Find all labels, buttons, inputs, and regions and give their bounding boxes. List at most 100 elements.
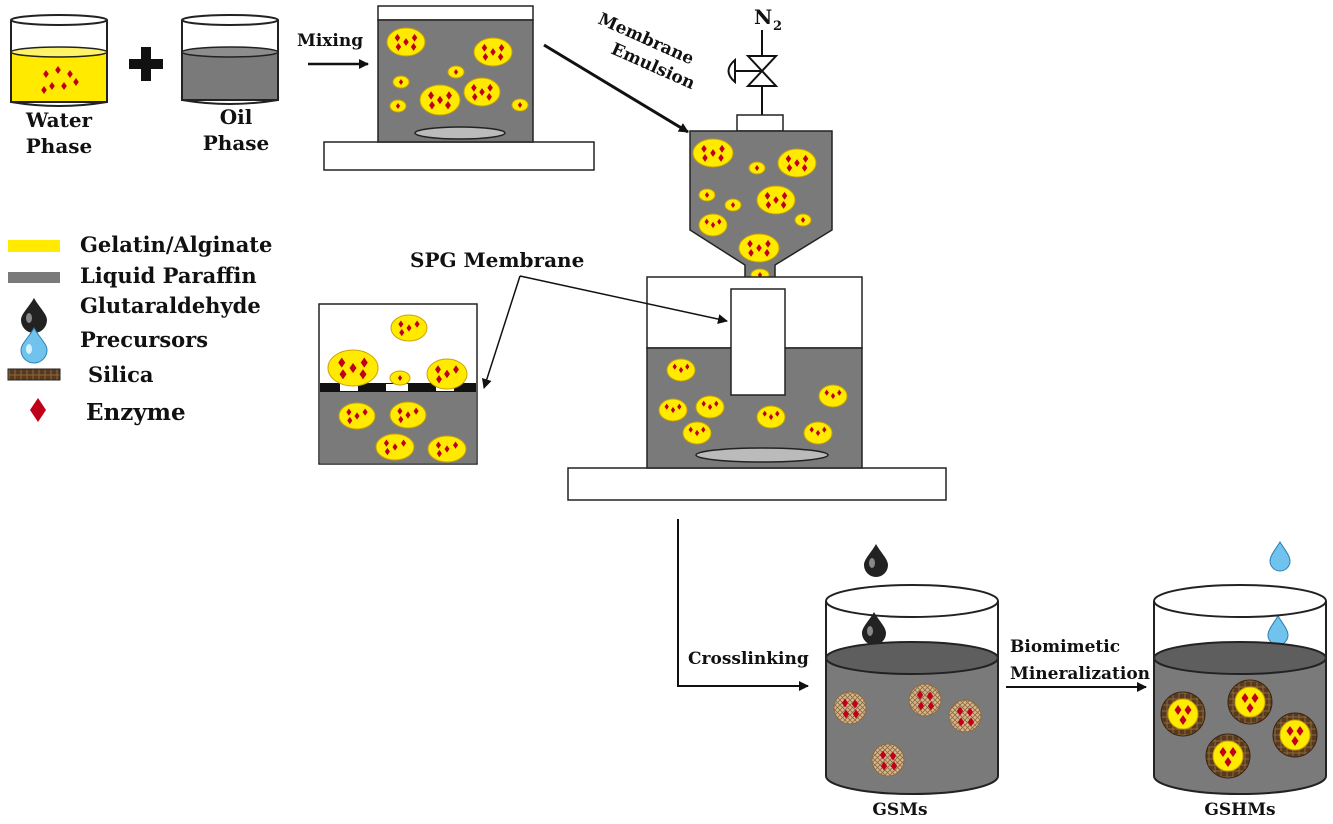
enzyme-diamond-icon [486,92,492,101]
enzyme-diamond-icon [399,328,405,337]
emulsion-droplet [511,98,529,112]
enzyme-diamond-icon [347,416,353,425]
enzyme-diamond-icon [717,218,722,225]
valve-connector [736,114,784,132]
gshms-particles [1160,679,1318,779]
enzyme-diamond-icon [410,42,417,51]
enzyme-diamond-icon [765,239,771,248]
mixing-stand [323,141,595,171]
enzyme-diamond-icon [339,369,347,380]
enzyme-diamond-icon [395,103,401,109]
enzyme-diamond-icon [762,410,767,417]
water-phase-rim [10,14,108,26]
enzyme-diamond-icon [517,102,523,108]
crosslinking-label: Crosslinking [688,649,809,669]
precursor-drop-icon [1267,615,1289,646]
enzyme-diamond-icon [879,750,887,760]
legend-label-silica: Silica [88,362,154,387]
enzyme-diamond-icon [73,78,79,86]
enzyme-diamond-icon [1184,705,1192,715]
silica-swatch [7,368,61,381]
enzyme-diamond-icon [707,403,713,411]
enzyme-diamond-icon [694,429,700,437]
enzyme-diamond-icon [349,362,357,374]
emulsion-droplet [756,185,796,215]
gshms-rim [1153,584,1327,618]
enzyme-diamond-icon [360,357,368,368]
enzyme-diamond-icon [435,441,441,449]
spg-arrow-left [481,275,521,389]
crosslinking-arrow [677,519,809,691]
enzyme-diamond-icon [453,365,459,374]
funnel-droplets [692,138,817,282]
enzyme-diamond-icon [453,69,459,75]
enzyme-diamond-icon [1291,736,1299,746]
enzyme-diamond-icon [401,439,407,447]
enzyme-diamond-icon [1174,705,1182,715]
enzyme-diamond-icon [966,707,974,717]
enzyme-diamond-icon [794,159,800,167]
enzyme-diamond-icon [880,761,888,771]
enzyme-diamond-icon [413,407,419,415]
enzyme-diamond-icon [710,221,716,229]
oil-phase-surface [181,46,279,58]
paraffin-swatch [8,272,60,283]
emulsion-droplet [389,99,407,113]
enzyme-diamond-icon [889,751,897,761]
enzyme-diamond-icon [768,413,774,421]
enzyme-diamond-icon [710,149,716,157]
enzyme-diamond-icon [346,408,352,416]
enzyme-diamond-icon [851,699,859,709]
gsms-particles [833,683,982,777]
gshms-label: GSHMs [1204,800,1275,820]
nitrogen-valve: N 2 [727,5,784,132]
enzyme-diamond-icon [397,375,403,381]
enzyme-diamond-icon [61,82,67,90]
biomimetic-label-line1: Biomimetic [1010,637,1120,657]
enzyme-diamond-icon [718,153,724,162]
emulsion-droplet [375,433,415,461]
mixing-droplets [386,27,529,116]
membrane-stand [567,467,947,501]
oil-phase-liquid [181,51,279,101]
gshms-surface [1153,641,1327,675]
enzyme-diamond-icon [398,415,404,424]
enzyme-diamond-icon [471,83,477,92]
enzyme-diamond-icon [730,202,736,208]
emulsion-droplet [389,401,427,429]
spg-arrow-right [519,275,728,324]
enzyme-diamond-icon [41,86,47,94]
enzyme-diamond-icon [815,429,821,437]
enzyme-diamond-icon [406,324,412,332]
gshm-particle [1160,691,1206,737]
water-phase-liquid [10,51,108,103]
glutaraldehyde-drop-icon [21,298,47,333]
enzyme-diamond-icon [890,761,898,771]
enzyme-diamond-icon [394,33,401,42]
enzyme-diamond-icon [956,706,964,716]
water-phase-enzymes [41,66,79,94]
enzyme-diamond-icon [704,192,710,198]
enzyme-diamond-icon [472,92,478,101]
enzyme-diamond-icon [1219,747,1227,757]
emulsion-droplet [777,148,817,178]
glutaraldehyde-drop-icon [864,544,888,577]
enzyme-diamond-icon [756,244,762,252]
legend-label-paraffin: Liquid Paraffin [80,263,257,288]
enzyme-diamond-icon [338,357,346,368]
legend-label-glutaraldehyde: Glutaraldehyde [80,293,261,318]
enzyme-diamond-icon [747,239,753,248]
emulsion-droplet [327,349,379,387]
precursor-drop-icon [1269,541,1291,572]
enzyme-diamond-icon [704,218,709,225]
enzyme-diamond-icon [701,426,706,433]
emulsion-droplet [692,138,734,168]
gsm-particle [833,691,867,725]
enzyme-diamond-icon [482,52,489,61]
enzyme-diamond-icon [490,48,496,56]
oil-phase-label-line1: Oil [220,105,253,129]
enzyme-diamond-icon [1286,726,1294,736]
enzyme-diamond-icon [685,363,690,370]
emulsion-droplet [389,370,411,386]
emulsion-droplet [392,75,410,89]
